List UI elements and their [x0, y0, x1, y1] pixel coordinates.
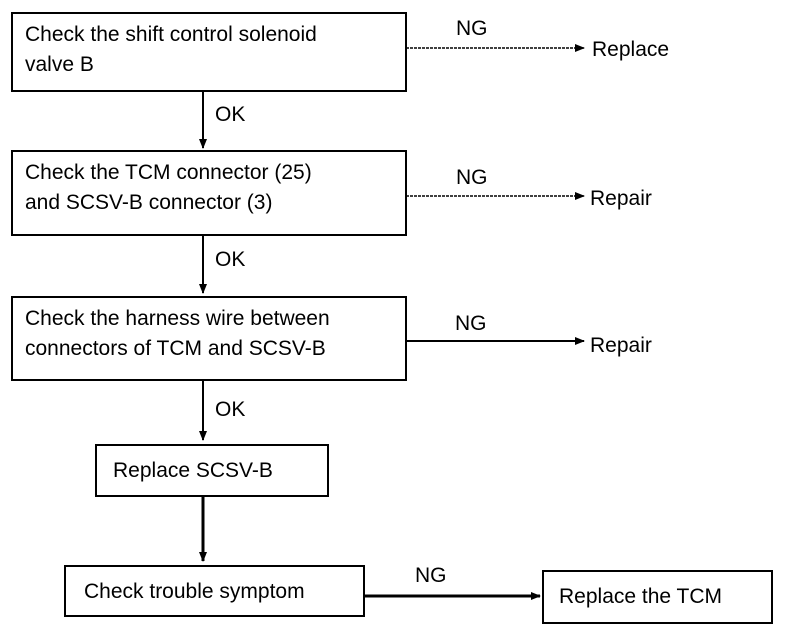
outcome-repair: Repair — [590, 187, 652, 210]
ng-label: NG — [456, 17, 488, 40]
step-text: Check trouble symptom — [84, 580, 305, 603]
outcome-replace-tcm: Replace the TCM — [542, 570, 773, 624]
outcome-text: Replace the TCM — [559, 585, 723, 608]
step-check-connectors: Check the TCM connector (25) and SCSV-B … — [11, 150, 407, 236]
step-check-trouble-symptom: Check trouble symptom — [64, 565, 365, 617]
step-check-harness-wire: Check the harness wire between connector… — [11, 296, 407, 381]
step-text: Replace SCSV-B — [113, 459, 273, 482]
ng-label: NG — [415, 564, 447, 587]
step-text: valve B — [25, 53, 94, 76]
step-text: and SCSV-B connector (3) — [25, 191, 273, 214]
outcome-replace: Replace — [592, 38, 670, 61]
outcome-repair: Repair — [590, 334, 652, 357]
ok-label: OK — [215, 103, 246, 126]
ok-label: OK — [215, 248, 246, 271]
step-text: Check the TCM connector (25) — [25, 161, 312, 184]
ok-label: OK — [215, 398, 246, 421]
step-check-solenoid-valve: Check the shift control solenoid valve B — [11, 12, 407, 92]
ng-label: NG — [455, 312, 487, 335]
step-text: connectors of TCM and SCSV-B — [25, 337, 326, 360]
step-replace-scsv-b: Replace SCSV-B — [95, 444, 329, 497]
ng-label: NG — [456, 166, 488, 189]
step-text: Check the harness wire between — [25, 307, 330, 330]
step-text: Check the shift control solenoid — [25, 23, 317, 46]
